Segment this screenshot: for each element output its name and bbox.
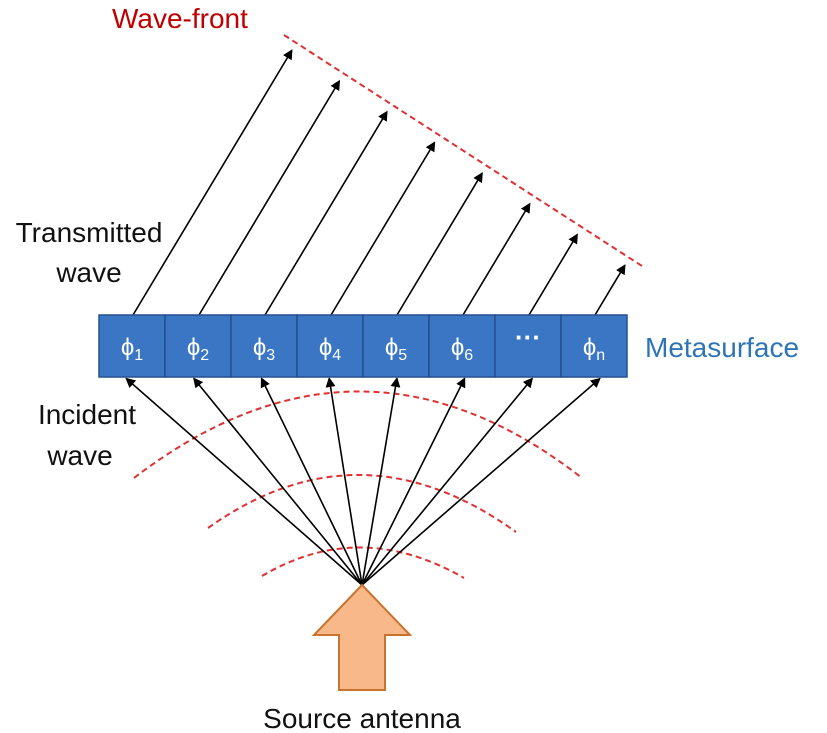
incident-arrows [125, 377, 601, 586]
metasurface-cell [230, 314, 298, 378]
incident-arrow [260, 377, 363, 586]
source-antenna-label: Source antenna [263, 703, 461, 733]
transmitted-arrow [132, 49, 293, 316]
metasurface-cell [560, 314, 628, 378]
transmitted-arrow [330, 141, 436, 316]
metasurface-cell [494, 314, 562, 378]
ellipsis-label: ··· [515, 322, 541, 352]
wave-front-line [283, 34, 643, 267]
phase-label: ϕ6 [451, 334, 473, 364]
transmitted-wave-label-line1: Transmitted [16, 217, 163, 248]
transmitted-wave-label-line2: wave [55, 257, 121, 288]
incident-wavefront-arc-inner [261, 546, 465, 579]
metasurface-cell [362, 314, 430, 378]
transmitted-arrows [132, 49, 626, 316]
incident-wavefront-arc-middle [207, 474, 517, 533]
transmitted-arrow [594, 264, 626, 316]
metasurface-cell [428, 314, 496, 378]
incident-arrow [193, 377, 363, 586]
incident-arrow [325, 377, 363, 586]
wave-front-label: Wave-front [112, 3, 248, 34]
metasurface-cell [164, 314, 232, 378]
incident-wavefront-arc-outer [133, 390, 583, 479]
transmitted-arrow [462, 202, 531, 316]
phase-label: ϕ1 [121, 334, 143, 364]
phase-label: ϕn [583, 334, 605, 364]
transmitted-arrow [198, 79, 341, 316]
incident-arrow [361, 377, 466, 586]
incident-wave-label-line1: Incident [38, 399, 136, 430]
source-antenna-arrow [311, 583, 413, 691]
phase-label: ϕ5 [385, 334, 407, 364]
incident-wave-label-line2: wave [46, 440, 112, 471]
incident-arrow [125, 377, 363, 586]
phase-label: ϕ4 [319, 334, 341, 364]
phase-label: ϕ3 [253, 334, 275, 364]
metasurface-cell [296, 314, 364, 378]
metasurface-cells: ϕ1 ϕ2 ϕ3 ϕ4 ϕ5 ϕ6 ··· ϕn [98, 314, 628, 378]
metasurface-label: Metasurface [645, 332, 799, 363]
transmitted-arrow [264, 110, 388, 316]
incident-arrow [361, 377, 401, 586]
incident-arrow [361, 377, 534, 586]
transmitted-arrow [396, 171, 483, 316]
transmitted-arrow [528, 233, 578, 316]
phase-label: ϕ2 [187, 334, 209, 364]
incident-arrow [361, 377, 601, 586]
